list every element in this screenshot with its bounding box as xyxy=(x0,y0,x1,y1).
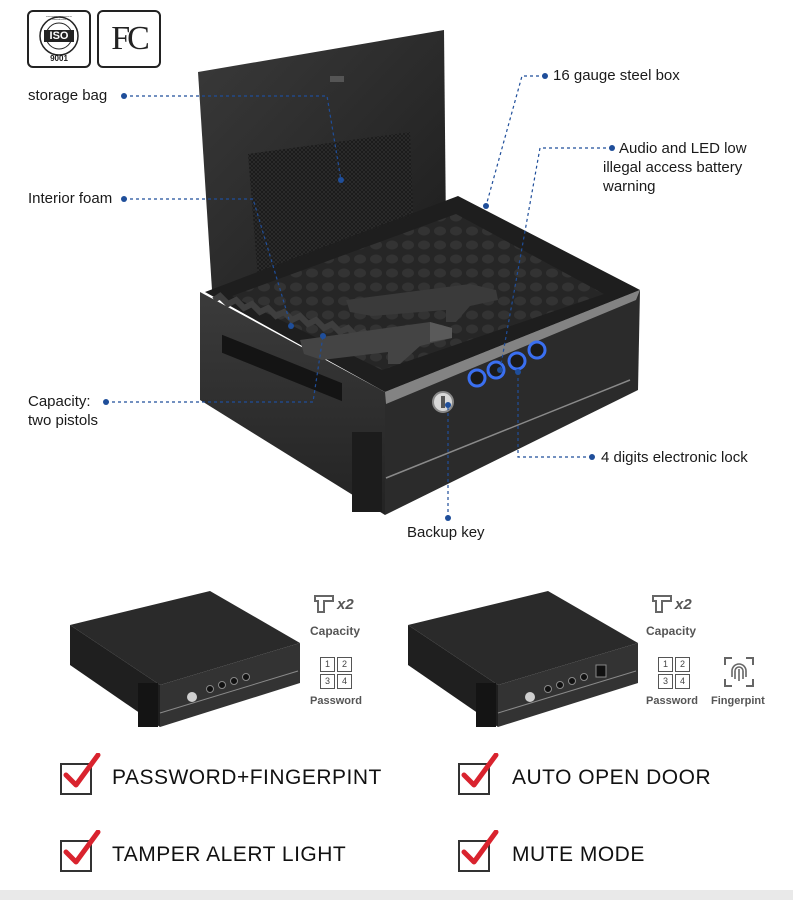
safe-hero-illustration xyxy=(103,30,640,521)
iso-number: 9001 xyxy=(50,54,68,63)
keypad-leds xyxy=(467,340,547,388)
pistol-capacity-icon xyxy=(652,595,672,613)
callout-storage-bag: storage bag xyxy=(28,87,108,104)
fc-badge: FC xyxy=(97,10,161,68)
safe-model-password-image xyxy=(70,591,300,727)
keypad-key: 4 xyxy=(337,674,352,689)
bottom-divider xyxy=(0,890,793,900)
feature-check-2 xyxy=(458,753,499,795)
pistol-icons xyxy=(300,284,498,364)
feature-check-4 xyxy=(458,830,499,872)
callout-lines xyxy=(106,75,612,518)
keypad-key: 2 xyxy=(337,657,352,672)
iso-seal-icon xyxy=(39,16,79,56)
callout-battery-1: Audio and LED low xyxy=(619,140,747,157)
callout-capacity-1: Capacity: xyxy=(28,393,91,410)
capacity-badge-1: x2 xyxy=(313,592,373,618)
capacity-badge-2-count: x2 xyxy=(675,596,692,613)
callout-steel-box: 16 gauge steel box xyxy=(553,67,680,84)
keypad-icon-2: 1 2 3 4 xyxy=(658,657,690,689)
feature-text-2: AUTO OPEN DOOR xyxy=(512,766,712,789)
checkmark-icon xyxy=(63,753,101,788)
safe-model-fingerprint-image xyxy=(408,591,638,727)
iso-badge: ISO 9001 International Organization for … xyxy=(27,10,91,68)
callout-dots xyxy=(103,73,615,521)
callout-backup-key: Backup key xyxy=(407,524,485,541)
keypad-key: 2 xyxy=(675,657,690,672)
capacity-label-1: Capacity xyxy=(310,624,361,638)
keypad-key: 3 xyxy=(658,674,673,689)
fingerprint-label: Fingerpint xyxy=(711,695,765,707)
iso-ring-text: International Organization for Standardi… xyxy=(46,16,72,21)
feature-check-3 xyxy=(60,830,101,872)
iso-label: ISO xyxy=(49,30,69,42)
callout-battery-2: illegal access battery xyxy=(603,159,743,176)
checkmark-icon xyxy=(63,830,101,865)
password-label-1: Password xyxy=(310,695,362,707)
keypad-key: 1 xyxy=(320,657,335,672)
backup-key-lock-icon xyxy=(432,391,454,413)
capacity-label-2: Capacity xyxy=(646,624,697,638)
callout-interior-foam: Interior foam xyxy=(28,190,113,207)
feature-text-1: PASSWORD+FINGERPINT xyxy=(112,766,382,789)
keypad-key: 3 xyxy=(320,674,335,689)
callout-battery-3: warning xyxy=(603,178,656,195)
fc-label: FC xyxy=(111,20,150,57)
pistol-capacity-icon xyxy=(314,595,334,613)
password-label-2: Password xyxy=(646,695,698,707)
fingerprint-icon xyxy=(724,657,754,687)
feature-check-1 xyxy=(60,753,101,795)
keypad-key: 1 xyxy=(658,657,673,672)
capacity-badge-2: x2 xyxy=(651,592,711,618)
keypad-icon-1: 1 2 3 4 xyxy=(320,657,352,689)
callout-capacity-2: two pistols xyxy=(28,412,99,429)
checkmark-icon xyxy=(461,753,499,788)
feature-text-3: TAMPER ALERT LIGHT xyxy=(112,843,347,866)
feature-text-4: MUTE MODE xyxy=(512,843,645,866)
keypad-key: 4 xyxy=(675,674,690,689)
checkmark-icon xyxy=(461,830,499,865)
capacity-badge-1-count: x2 xyxy=(337,596,354,613)
callout-electronic-lock: 4 digits electronic lock xyxy=(601,449,748,466)
